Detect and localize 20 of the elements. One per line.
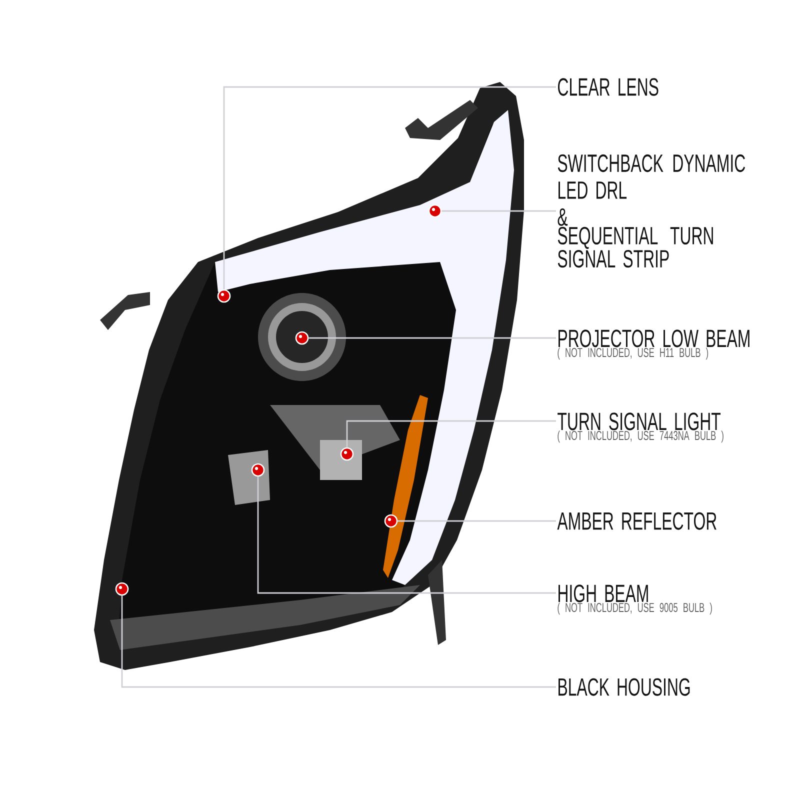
leader-line [121,596,556,688]
callout-label: PROJECTOR LOW BEAM ( NOT INCLUDED, USE H11 BULB ) [558,330,750,360]
leader-line [398,520,556,522]
callout-dot [217,289,231,303]
leader-line [346,420,556,448]
callout-label: CLEAR LENS [558,78,658,96]
callout-label: BLACK HOUSING [558,678,690,696]
callout-label: TURN SIGNAL LIGHT ( NOT INCLUDED, USE 7443NA BULB ) [558,412,724,443]
leader-line [442,210,556,212]
leader-line [308,337,556,339]
callout-dot [384,514,398,528]
callout-label: AMBER REFLECTOR [557,512,716,530]
callout-dot [251,463,265,477]
callout-dot [295,331,309,345]
callout-dot [340,447,354,461]
leader-line [257,476,556,594]
callout-dot [115,582,129,596]
leader-line [223,86,556,290]
callout-label: SWITCHBACK DYNAMIC LED DRL & SEQUENTIAL TURN SIGNAL STRIP [558,154,746,268]
callout-label: HIGH BEAM ( NOT INCLUDED, USE 9005 BULB ) [558,584,712,615]
